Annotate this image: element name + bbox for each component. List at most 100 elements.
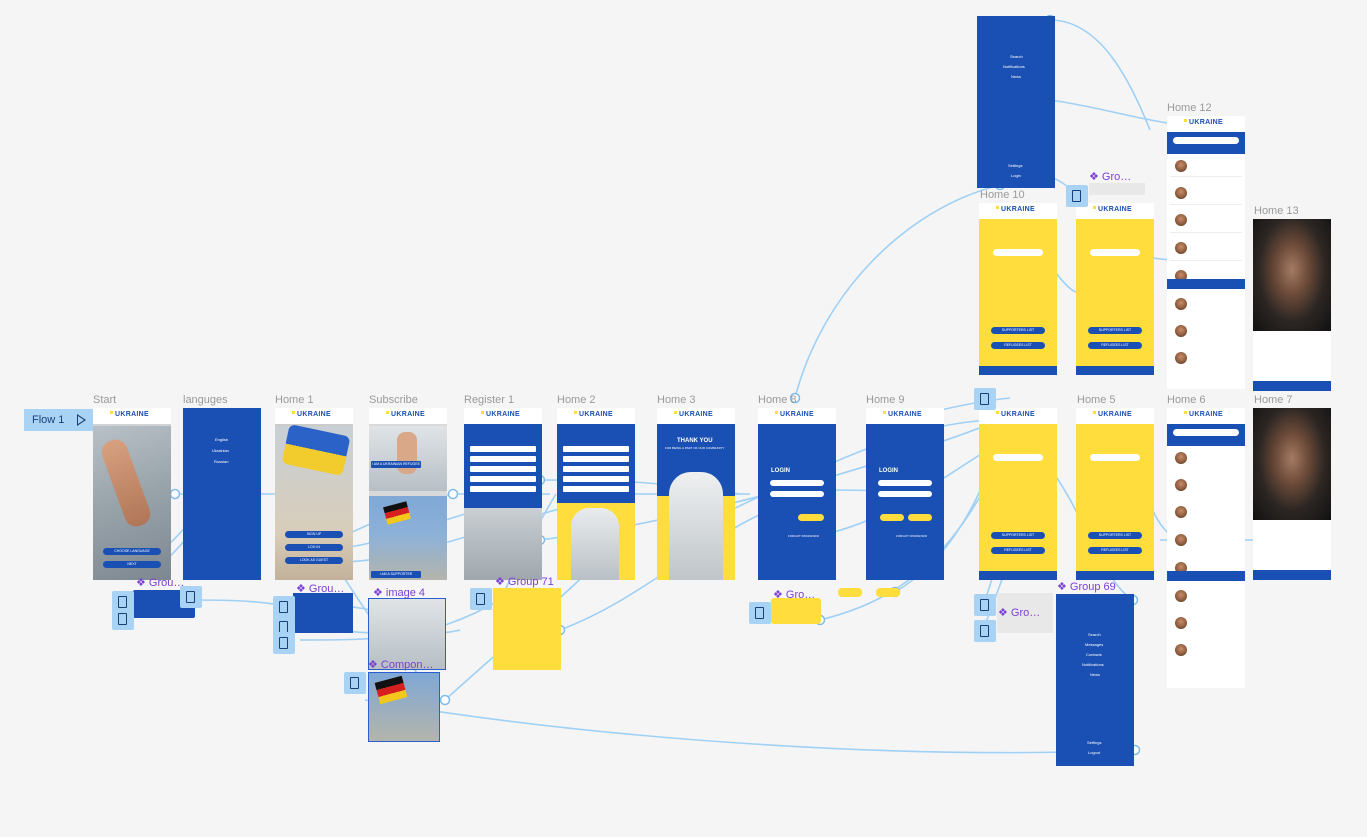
email-field[interactable] bbox=[770, 480, 824, 486]
drawer-item-news[interactable]: News bbox=[1090, 672, 1101, 677]
log-in-button[interactable]: LOG IN bbox=[285, 544, 343, 551]
component-pill-1[interactable] bbox=[838, 588, 862, 597]
bottom-nav[interactable] bbox=[1076, 366, 1154, 375]
field-2[interactable] bbox=[563, 456, 629, 462]
search-field[interactable] bbox=[1090, 454, 1140, 461]
screen-home11[interactable]: UKRAINE SUPPORTERS LIST REFUGEES LIST bbox=[1076, 203, 1154, 375]
component-pill-2[interactable] bbox=[876, 588, 900, 597]
field-2[interactable] bbox=[470, 456, 536, 462]
flow-connector-icon[interactable] bbox=[180, 586, 202, 608]
forgot-password-link[interactable]: FORGOT PASSWORD bbox=[788, 534, 819, 538]
drawer-item-contacts[interactable]: Contacts bbox=[1086, 652, 1102, 657]
search-input[interactable] bbox=[1173, 429, 1239, 436]
refugees-list-button[interactable]: REFUGEES LIST bbox=[991, 547, 1045, 554]
field-3[interactable] bbox=[563, 466, 629, 472]
component-group-login[interactable] bbox=[771, 598, 821, 624]
next-button[interactable]: NEXT bbox=[103, 561, 161, 568]
screen-start[interactable]: UKRAINE CHOOSE LANGUAGE NEXT bbox=[93, 408, 171, 580]
flow-connector-icon[interactable] bbox=[344, 672, 366, 694]
component-group-search-top[interactable] bbox=[1089, 183, 1145, 195]
drawer-item-login[interactable]: Login bbox=[1011, 173, 1021, 178]
bottom-nav[interactable] bbox=[979, 366, 1057, 375]
component-group-search[interactable] bbox=[997, 593, 1053, 633]
sign-up-button[interactable]: SIGN UP bbox=[285, 531, 343, 538]
component-group71[interactable] bbox=[493, 588, 561, 670]
screen-register1[interactable]: UKRAINE bbox=[464, 408, 542, 580]
supporters-list-button[interactable]: SUPPORTERS LIST bbox=[1088, 532, 1142, 539]
screen-home1[interactable]: UKRAINE SIGN UP LOG IN LOOK AS GUEST bbox=[275, 408, 353, 580]
supporters-list-button[interactable]: SUPPORTERS LIST bbox=[1088, 327, 1142, 334]
field-1[interactable] bbox=[563, 446, 629, 452]
field-1[interactable] bbox=[470, 446, 536, 452]
field-3[interactable] bbox=[470, 466, 536, 472]
screen-home9[interactable]: UKRAINE LOGIN FORGOT PASSWORD bbox=[866, 408, 944, 580]
drawer-item-notifications[interactable]: Notifications bbox=[1003, 64, 1025, 69]
screen-home6[interactable]: UKRAINE bbox=[1167, 408, 1245, 688]
screen-home13[interactable] bbox=[1253, 219, 1331, 391]
refugee-button[interactable]: I AM A UKRAINIAN REFUGEE bbox=[371, 461, 421, 468]
drawer-item-settings[interactable]: Settings bbox=[1087, 740, 1102, 745]
screen-home3[interactable]: UKRAINE THANK YOU FOR BEING A PART OF OU… bbox=[657, 408, 735, 580]
component-image[interactable] bbox=[368, 672, 440, 742]
flow-connector-icon[interactable] bbox=[1066, 185, 1088, 207]
refugees-list-button[interactable]: REFUGEES LIST bbox=[1088, 342, 1142, 349]
search-field[interactable] bbox=[993, 454, 1043, 461]
screen-home8[interactable]: UKRAINE LOGIN FORGOT PASSWORD bbox=[758, 408, 836, 580]
component-image4[interactable] bbox=[368, 598, 446, 670]
drawer-item-search[interactable]: Search bbox=[1010, 54, 1023, 59]
flow-connector-icon[interactable] bbox=[974, 388, 996, 410]
screen-languages[interactable]: English Ukrainian Russian bbox=[183, 408, 261, 580]
drawer-item-settings[interactable]: Settings bbox=[1008, 163, 1023, 168]
flow-connector-icon[interactable] bbox=[112, 591, 134, 613]
flow-connector-icon[interactable] bbox=[974, 620, 996, 642]
option-button-1[interactable] bbox=[880, 514, 904, 521]
screen-home5[interactable]: UKRAINE SUPPORTERS LIST REFUGEES LIST bbox=[1076, 408, 1154, 580]
search-field[interactable] bbox=[993, 249, 1043, 256]
component-group-home1[interactable] bbox=[293, 593, 353, 633]
language-english[interactable]: English bbox=[215, 437, 229, 442]
field-5[interactable] bbox=[470, 486, 536, 492]
language-ukrainian[interactable]: Ukrainian bbox=[212, 448, 229, 453]
screen-subscribe[interactable]: UKRAINE I AM A UKRAINIAN REFUGEE I AM A … bbox=[369, 408, 447, 580]
option-button-2[interactable] bbox=[908, 514, 932, 521]
field-5[interactable] bbox=[563, 486, 629, 492]
forgot-password-link[interactable]: FORGOT PASSWORD bbox=[896, 534, 927, 538]
look-as-guest-button[interactable]: LOOK AS GUEST bbox=[285, 557, 343, 564]
flow-connector-icon[interactable] bbox=[974, 594, 996, 616]
flow-connector-icon[interactable] bbox=[749, 602, 771, 624]
screen-home7[interactable] bbox=[1253, 408, 1331, 580]
login-submit-button[interactable] bbox=[798, 514, 824, 521]
bottom-nav[interactable] bbox=[1167, 571, 1245, 581]
search-field[interactable] bbox=[1090, 249, 1140, 256]
screen-home10[interactable]: UKRAINE SUPPORTERS LIST REFUGEES LIST bbox=[979, 203, 1057, 375]
drawer-menu-top[interactable]: Search Notifications News Settings Login bbox=[977, 16, 1055, 188]
drawer-item-logout[interactable]: Logout bbox=[1088, 750, 1101, 755]
bottom-nav[interactable] bbox=[1253, 570, 1331, 580]
flow-connector-icon[interactable] bbox=[112, 608, 134, 630]
drawer-item-notifications[interactable]: Notifications bbox=[1082, 662, 1104, 667]
screen-home12[interactable]: UKRAINE bbox=[1167, 116, 1245, 389]
language-russian[interactable]: Russian bbox=[214, 459, 229, 464]
supporters-list-button[interactable]: SUPPORTERS LIST bbox=[991, 532, 1045, 539]
flow-connector-icon[interactable] bbox=[273, 596, 295, 618]
drawer-menu-bottom[interactable]: Search Messages Contacts Notifications N… bbox=[1056, 594, 1134, 766]
search-input[interactable] bbox=[1173, 137, 1239, 144]
email-field[interactable] bbox=[878, 480, 932, 486]
password-field[interactable] bbox=[878, 491, 932, 497]
password-field[interactable] bbox=[770, 491, 824, 497]
bottom-nav[interactable] bbox=[979, 571, 1057, 580]
choose-language-button[interactable]: CHOOSE LANGUAGE bbox=[103, 548, 161, 555]
bottom-nav[interactable] bbox=[1076, 571, 1154, 580]
refugees-list-button[interactable]: REFUGEES LIST bbox=[991, 342, 1045, 349]
supporters-list-button[interactable]: SUPPORTERS LIST bbox=[991, 327, 1045, 334]
refugees-list-button[interactable]: REFUGEES LIST bbox=[1088, 547, 1142, 554]
flow-connector-icon[interactable] bbox=[273, 632, 295, 654]
drawer-item-search[interactable]: Search bbox=[1088, 632, 1101, 637]
flow-start-button[interactable]: Flow 1 bbox=[24, 409, 94, 431]
flow-connector-icon[interactable] bbox=[470, 588, 492, 610]
screen-home4[interactable]: UKRAINE SUPPORTERS LIST REFUGEES LIST bbox=[979, 408, 1057, 580]
supporter-button[interactable]: I AM A SUPPORTER bbox=[371, 571, 421, 578]
drawer-item-news[interactable]: News bbox=[1011, 74, 1022, 79]
bottom-nav[interactable] bbox=[1253, 381, 1331, 391]
field-4[interactable] bbox=[470, 476, 536, 482]
